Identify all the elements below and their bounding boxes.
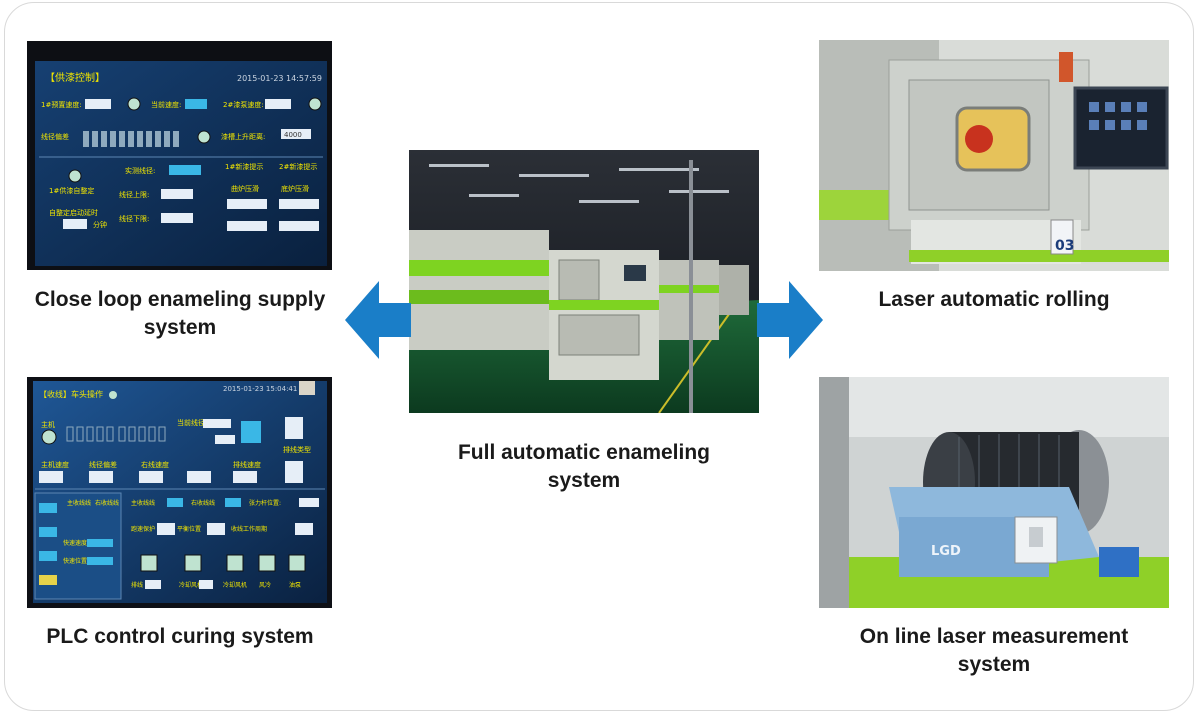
- svg-text:线径偏差: 线径偏差: [41, 132, 69, 141]
- device-brand-label: LGD: [931, 544, 961, 559]
- caption-online-laser-measurement: On line laser measurement system: [859, 625, 1129, 676]
- svg-text:冷却风机: 冷却风机: [179, 581, 203, 589]
- svg-text:跑速保护: 跑速保护: [131, 525, 155, 533]
- svg-text:主机速度: 主机速度: [41, 460, 69, 469]
- svg-text:主收线线: 主收线线: [131, 499, 155, 507]
- hmi-datetime: 2015-01-23 14:57:59: [237, 74, 322, 83]
- svg-text:1#新漆提示: 1#新漆提示: [225, 162, 263, 171]
- svg-text:2#漆泵速度:: 2#漆泵速度:: [223, 100, 264, 109]
- factory-floor-illustration: [409, 150, 759, 413]
- svg-text:排线速度: 排线速度: [233, 460, 261, 469]
- hmi-title: 【供漆控制】: [45, 71, 105, 84]
- svg-text:右收线线: 右收线线: [95, 499, 119, 507]
- svg-text:线径下限:: 线径下限:: [119, 214, 149, 223]
- caption-close-loop-enameling: Close loop enameling supply system: [34, 288, 326, 339]
- arrow-left-icon: [345, 281, 411, 359]
- svg-text:右线速度: 右线速度: [141, 460, 169, 469]
- hmi-screen-supply: 【供漆控制】 2015-01-23 14:57:59 1#预置速度: 当前速度:…: [27, 41, 332, 270]
- svg-text:曲炉压滑: 曲炉压滑: [231, 184, 259, 193]
- laser-measurement-illustration: LGD: [819, 377, 1169, 608]
- svg-text:排线类型: 排线类型: [283, 445, 311, 454]
- svg-text:底炉压滑: 底炉压滑: [281, 184, 309, 193]
- photo-full-enameling-line: [409, 150, 759, 413]
- laser-rolling-illustration: 03: [819, 40, 1169, 271]
- hmi-plc-datetime: 2015-01-23 15:04:41: [223, 385, 297, 393]
- photo-close-loop-hmi: 【供漆控制】 2015-01-23 14:57:59 1#预置速度: 当前速度:…: [27, 41, 332, 270]
- svg-text:线径上限:: 线径上限:: [119, 190, 149, 199]
- svg-text:线径偏差: 线径偏差: [89, 460, 117, 469]
- svg-text:快速位置: 快速位置: [63, 557, 87, 565]
- svg-text:自整定启动延时: 自整定启动延时: [49, 208, 98, 217]
- caption-plc-control-curing: PLC control curing system: [46, 625, 314, 648]
- svg-text:1#预置速度:: 1#预置速度:: [41, 100, 82, 109]
- svg-text:风冷: 风冷: [259, 581, 271, 589]
- svg-text:收线工作周期: 收线工作周期: [231, 525, 267, 533]
- hmi-plc-title: 【收线】车头操作: [39, 389, 103, 399]
- svg-text:主收线线: 主收线线: [67, 499, 91, 507]
- svg-text:右收线线: 右收线线: [191, 499, 215, 507]
- svg-text:平衡位置: 平衡位置: [177, 525, 201, 533]
- svg-text:排线: 排线: [131, 581, 143, 589]
- caption-full-automatic-enameling: Full automatic enameling system: [457, 441, 711, 492]
- machine-tag-label: 03: [1055, 238, 1074, 254]
- svg-text:当前线径: 当前线径: [177, 418, 205, 427]
- svg-text:当前速度:: 当前速度:: [151, 100, 181, 109]
- svg-text:1#供漆自整定: 1#供漆自整定: [49, 186, 94, 195]
- svg-text:油泵: 油泵: [289, 581, 301, 589]
- svg-text:快速速度: 快速速度: [63, 539, 87, 547]
- arrow-right-icon: [757, 281, 823, 359]
- svg-text:4000: 4000: [284, 131, 302, 139]
- photo-laser-measurement: LGD: [819, 377, 1169, 608]
- svg-text:分钟: 分钟: [93, 220, 107, 229]
- svg-text:张力杆位置:: 张力杆位置:: [249, 499, 281, 507]
- photo-laser-rolling: 03: [819, 40, 1169, 271]
- hmi-screen-plc: 【收线】车头操作 2015-01-23 15:04:41 主机 当前线径 排线类…: [27, 377, 332, 608]
- photo-plc-control-hmi: 【收线】车头操作 2015-01-23 15:04:41 主机 当前线径 排线类…: [27, 377, 332, 608]
- svg-text:冷却风机: 冷却风机: [223, 581, 247, 589]
- caption-laser-automatic-rolling: Laser automatic rolling: [878, 288, 1110, 311]
- svg-text:漆槽上升距离:: 漆槽上升距离:: [221, 132, 265, 141]
- svg-text:实测线径:: 实测线径:: [125, 166, 155, 175]
- svg-text:2#新漆提示: 2#新漆提示: [279, 162, 317, 171]
- svg-text:主机: 主机: [41, 420, 55, 429]
